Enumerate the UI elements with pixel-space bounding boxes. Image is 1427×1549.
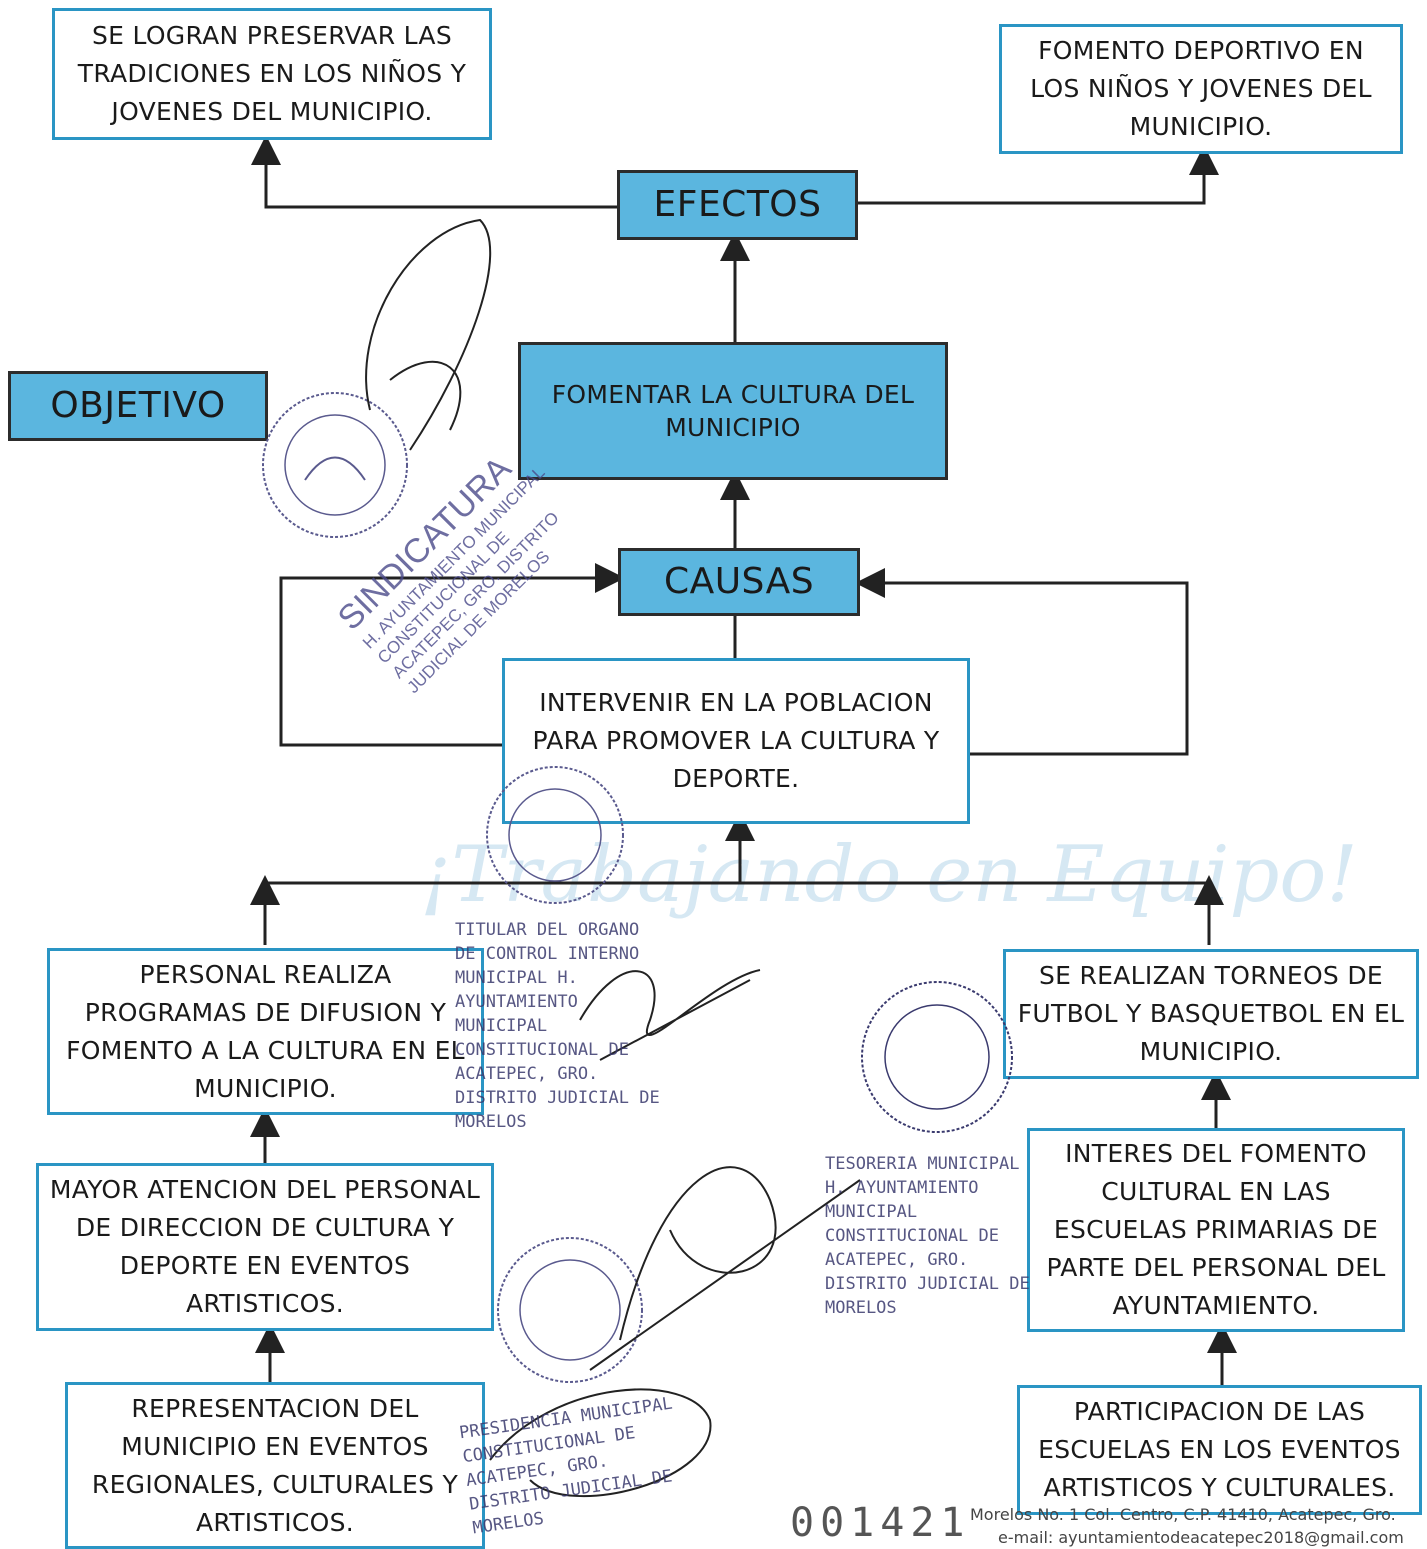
titular-stamp: TITULAR DEL ORGANO DE CONTROL INTERNO MU…	[455, 920, 660, 1132]
causas-box: CAUSAS	[618, 548, 860, 616]
objetivo-box: OBJETIVO	[8, 371, 268, 441]
effect-box-traditions: SE LOGRAN PRESERVAR LAS TRADICIONES EN L…	[52, 8, 492, 140]
signature-icon	[489, 1388, 712, 1498]
cause-text-tournaments: SE REALIZAN TORNEOS DE FUTBOL Y BASQUETB…	[1017, 961, 1405, 1066]
seal-stamp-icon	[262, 392, 408, 538]
cause-box-attention: MAYOR ATENCION DEL PERSONAL DE DIRECCION…	[36, 1163, 494, 1331]
footer-address: Morelos No. 1 Col. Centro, C.P. 41410, A…	[970, 1505, 1396, 1524]
effect-box-sports: FOMENTO DEPORTIVO EN LOS NIÑOS Y JOVENES…	[999, 24, 1403, 154]
efectos-box: EFECTOS	[617, 170, 858, 240]
cause-box-representation: REPRESENTACION DEL MUNICIPIO EN EVENTOS …	[65, 1382, 485, 1549]
cause-box-schools-participation: PARTICIPACION DE LAS ESCUELAS EN LOS EVE…	[1017, 1385, 1422, 1515]
effect-text-sports: FOMENTO DEPORTIVO EN LOS NIÑOS Y JOVENES…	[1030, 36, 1372, 141]
cause-text-dissemination: PERSONAL REALIZA PROGRAMAS DE DIFUSION Y…	[66, 959, 465, 1103]
seal-stamp-icon	[486, 766, 624, 904]
objetivo-label: OBJETIVO	[50, 385, 226, 426]
cause-text-schools-participation: PARTICIPACION DE LAS ESCUELAS EN LOS EVE…	[1038, 1397, 1401, 1502]
footer-email: e-mail: ayuntamientodeacatepec2018@gmail…	[998, 1528, 1404, 1547]
cause-box-tournaments: SE REALIZAN TORNEOS DE FUTBOL Y BASQUETB…	[1003, 949, 1419, 1079]
tesoreria-stamp: TESORERIA MUNICIPAL H. AYUNTAMIENTO MUNI…	[825, 1154, 1030, 1318]
folio-number: 001421	[790, 1500, 971, 1546]
seal-stamp-icon	[861, 981, 1013, 1133]
signature-icon	[365, 218, 492, 451]
cause-text-schools-interest: INTERES DEL FOMENTO CULTURAL EN LAS ESCU…	[1046, 1139, 1386, 1320]
cause-box-schools-interest: INTERES DEL FOMENTO CULTURAL EN LAS ESCU…	[1027, 1128, 1405, 1332]
efectos-label: EFECTOS	[653, 184, 822, 225]
causas-label: CAUSAS	[663, 561, 815, 602]
cause-text-representation: REPRESENTACION DEL MUNICIPIO EN EVENTOS …	[91, 1393, 459, 1537]
signature-icon	[589, 1166, 861, 1371]
signature-icon	[579, 969, 761, 1061]
problem-text: INTERVENIR EN LA POBLACION PARA PROMOVER…	[532, 688, 940, 793]
objective-box: FOMENTAR LA CULTURA DEL MUNICIPIO	[518, 342, 948, 480]
seal-stamp-icon	[497, 1237, 643, 1383]
objective-text: FOMENTAR LA CULTURA DEL MUNICIPIO	[551, 380, 915, 442]
effect-text-traditions: SE LOGRAN PRESERVAR LAS TRADICIONES EN L…	[77, 21, 467, 126]
cause-box-dissemination: PERSONAL REALIZA PROGRAMAS DE DIFUSION Y…	[47, 948, 484, 1115]
cause-text-attention: MAYOR ATENCION DEL PERSONAL DE DIRECCION…	[49, 1175, 481, 1318]
